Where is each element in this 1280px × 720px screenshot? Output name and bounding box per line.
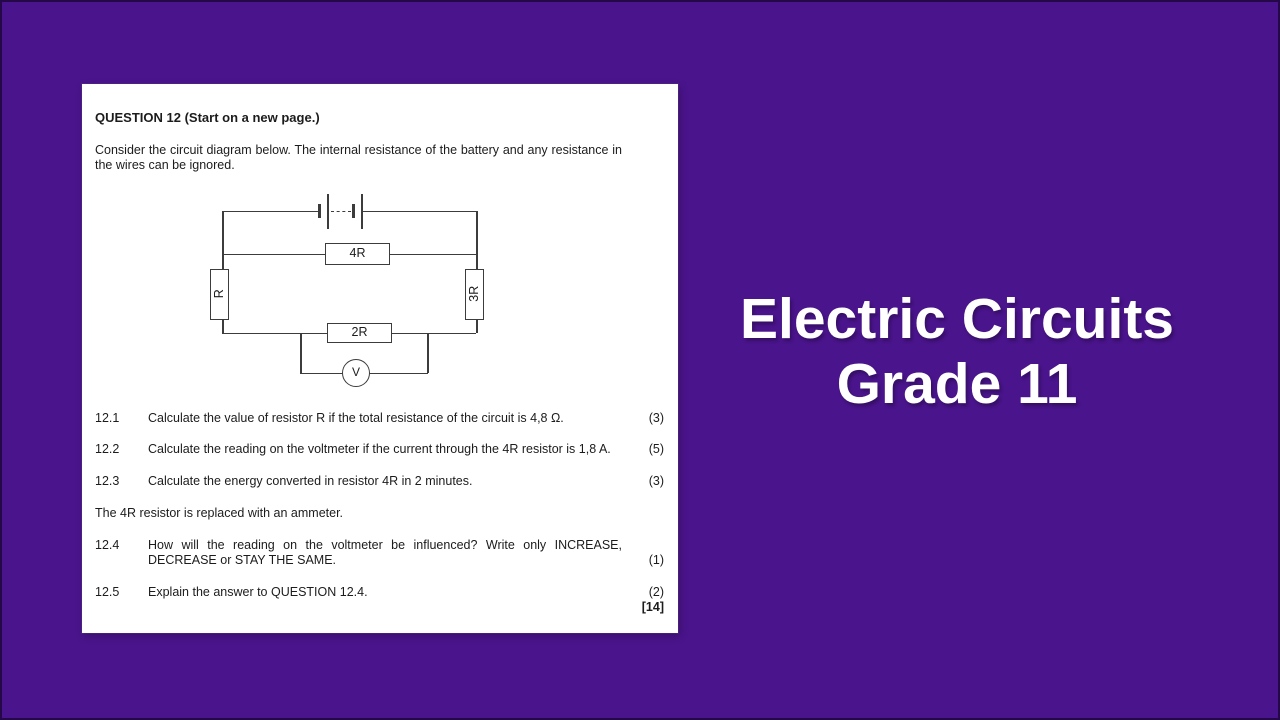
question-text: Calculate the reading on the voltmeter i… [148, 442, 611, 456]
question-number: 12.5 [95, 584, 120, 599]
battery-plate-short [352, 204, 355, 218]
wire-top-left [222, 210, 318, 212]
resistor-3r: 3R [465, 268, 484, 320]
battery-plate-tall [327, 193, 329, 229]
question-text: How will the reading on the voltmeter be… [148, 537, 622, 568]
wire-voltmeter-right [427, 332, 429, 373]
intro-paragraph: Consider the circuit diagram below. The … [95, 142, 622, 173]
question-number: 12.1 [95, 410, 120, 425]
question-marks: (3) [648, 473, 664, 488]
wire-voltmeter-left [300, 332, 302, 373]
question-row-12-3: 12.3 Calculate the energy converted in r… [95, 474, 664, 490]
wire-top-right [363, 210, 476, 212]
page-title: Electric Circuits Grade 11 [678, 287, 1280, 417]
question-heading: QUESTION 12 (Start on a new page.) [95, 110, 320, 125]
resistor-r-label: R [211, 289, 226, 299]
resistor-r: R [210, 268, 229, 320]
page-title-line1: Electric Circuits [739, 287, 1174, 351]
voltmeter: V [342, 358, 370, 387]
question-marks: (2) [648, 584, 664, 599]
question-marks: (3) [648, 410, 664, 425]
worksheet-panel: QUESTION 12 (Start on a new page.) Consi… [82, 84, 678, 633]
circuit-diagram: 4R R 3R 2R V [82, 190, 678, 390]
note-paragraph: The 4R resistor is replaced with an amme… [95, 506, 344, 520]
battery-plate-tall [361, 193, 363, 229]
question-marks: (5) [648, 442, 664, 456]
question-row-12-2: 12.2 Calculate the reading on the voltme… [95, 442, 664, 458]
battery-dashed-link [331, 210, 351, 212]
voltmeter-label: V [351, 364, 360, 379]
resistor-4r: 4R [325, 242, 390, 265]
page-title-line2: Grade 11 [836, 352, 1078, 416]
question-text: Calculate the value of resistor R if the… [148, 410, 564, 425]
question-number: 12.3 [95, 473, 120, 488]
question-row-12-4: 12.4 How will the reading on the voltmet… [95, 538, 664, 569]
question-text: Calculate the energy converted in resist… [148, 473, 473, 488]
battery-plate-short [318, 204, 321, 218]
total-marks: [14] [641, 600, 664, 614]
question-text: Explain the answer to QUESTION 12.4. [148, 584, 368, 599]
resistor-2r-label: 2R [351, 324, 368, 339]
question-number: 12.4 [95, 537, 120, 552]
question-number: 12.2 [95, 442, 120, 456]
resistor-3r-label: 3R [466, 286, 481, 302]
resistor-4r-label: 4R [349, 245, 366, 260]
resistor-2r: 2R [327, 322, 392, 343]
question-row-12-5: 12.5 Explain the answer to QUESTION 12.4… [95, 585, 664, 601]
question-marks: (1) [648, 553, 664, 567]
question-row-12-1: 12.1 Calculate the value of resistor R i… [95, 411, 664, 427]
